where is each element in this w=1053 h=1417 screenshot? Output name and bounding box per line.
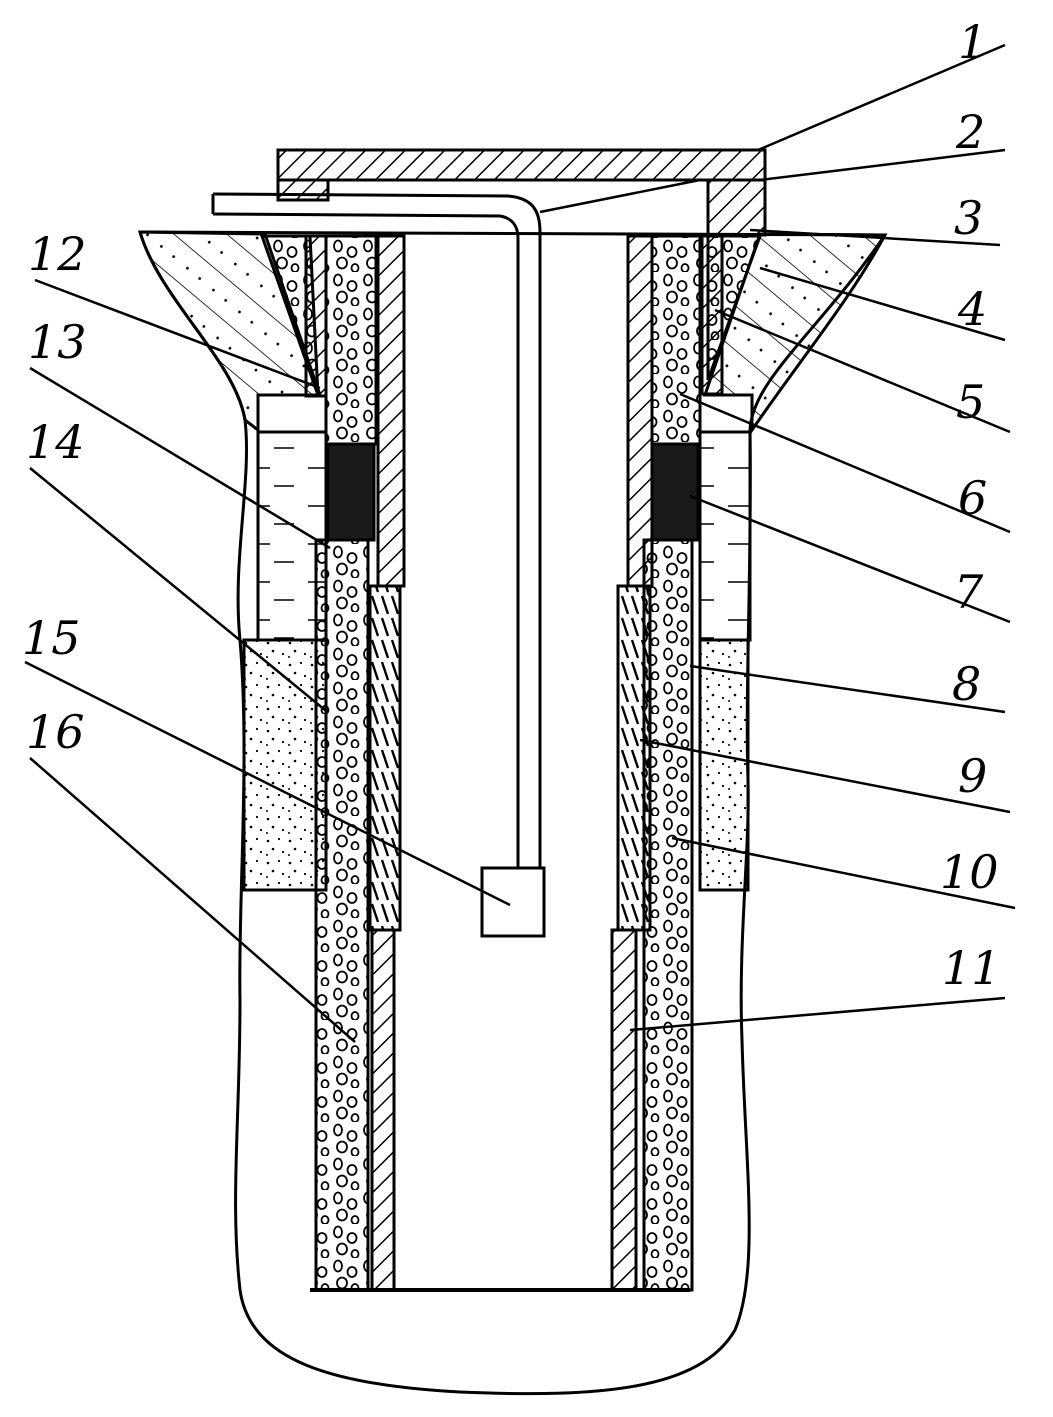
- label-16: 16: [26, 705, 85, 759]
- label-6: 6: [958, 471, 987, 525]
- discharge-pipe: [211, 192, 542, 868]
- label-7: 7: [954, 565, 984, 619]
- cover-plate: [276, 148, 767, 182]
- label-9: 9: [958, 749, 987, 803]
- label-14: 14: [26, 415, 85, 469]
- label-2: 2: [955, 105, 985, 159]
- label-4: 4: [957, 282, 987, 336]
- well-casing: [370, 234, 654, 1292]
- label-3: 3: [954, 191, 983, 245]
- well-screen: [368, 584, 652, 932]
- part-labels: 1 2 3 4 5 6 7 8 9 10 11 12 13 14 15 16: [22, 15, 1001, 995]
- label-13: 13: [28, 315, 87, 369]
- label-8: 8: [952, 657, 981, 711]
- label-15: 15: [22, 611, 81, 665]
- surface-concrete-collar: [137, 230, 888, 435]
- leader-lines: [24, 43, 1016, 1043]
- label-10: 10: [940, 845, 999, 899]
- aquifer-sand-layer: [242, 638, 750, 892]
- label-12: 12: [28, 227, 87, 281]
- ground-surface-line: [139, 230, 886, 237]
- submersible-pump: [480, 866, 546, 938]
- label-11: 11: [942, 941, 1001, 995]
- annular-seal: [326, 442, 700, 542]
- label-1: 1: [958, 15, 987, 69]
- label-5: 5: [956, 375, 985, 429]
- gravel-pack: [314, 234, 702, 1292]
